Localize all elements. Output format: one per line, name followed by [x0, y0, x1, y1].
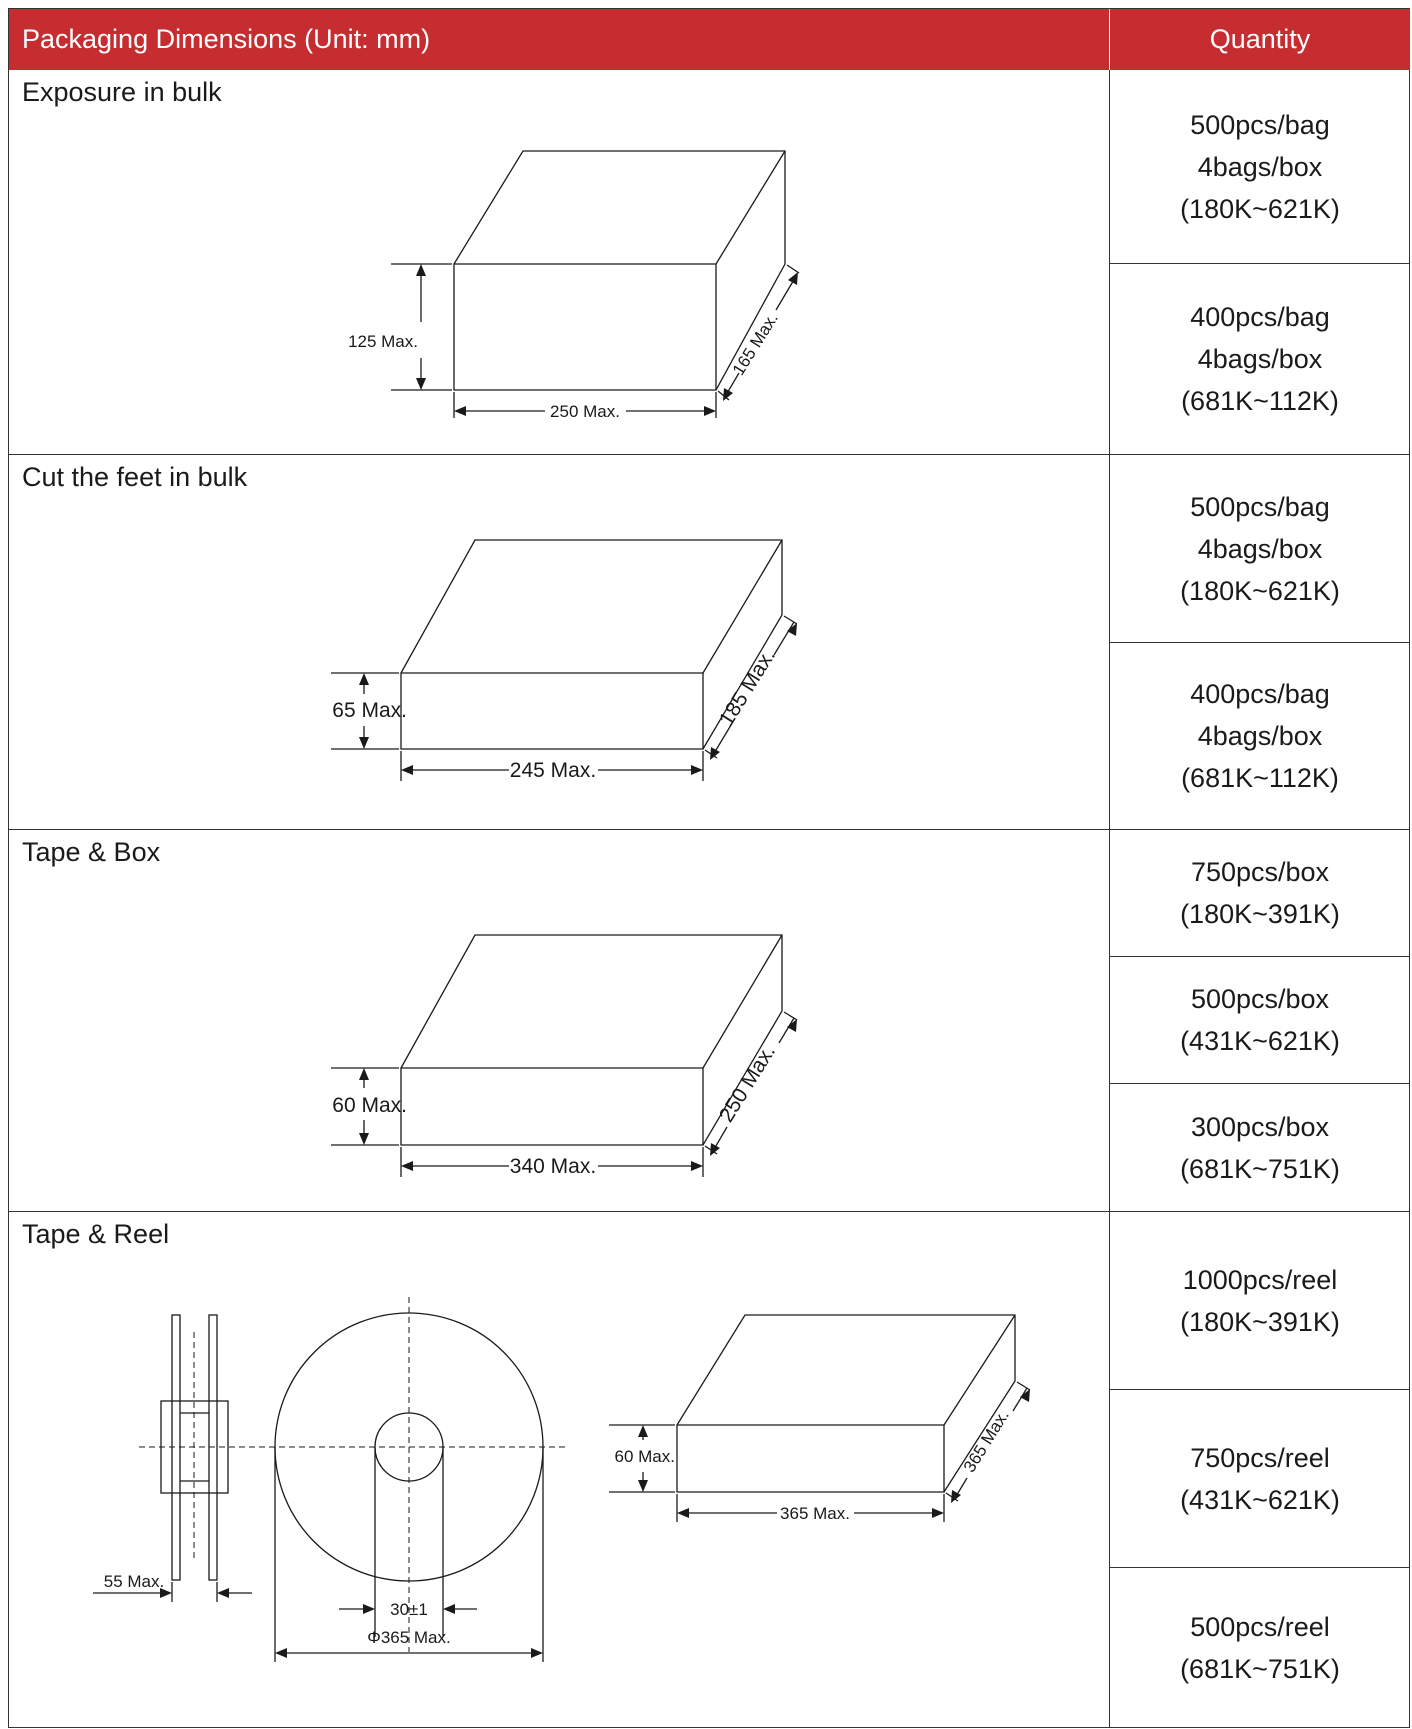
quantity-cell: 400pcs/bag 4bags/box (681K~112K): [1109, 264, 1410, 455]
depth-label: 365 Max.: [960, 1406, 1013, 1475]
width-label: 365 Max.: [780, 1504, 850, 1523]
depth-label: 165 Max.: [729, 309, 782, 378]
depth-label: 185 Max.: [715, 645, 780, 730]
quantity-cell: 500pcs/bag 4bags/box (180K~621K): [1109, 70, 1410, 264]
box-diagram: 65 Max. 245 Max. 185 Max.: [331, 539, 798, 782]
section-title: Exposure in bulk: [22, 77, 222, 107]
height-label: 65 Max.: [332, 699, 407, 722]
section-title: Tape & Reel: [22, 1219, 170, 1249]
section-tape-and-box: Tape & Box: [9, 830, 1109, 1212]
width-label: 340 Max.: [510, 1155, 596, 1178]
quantity-cell: 750pcs/reel (431K~621K): [1109, 1390, 1410, 1568]
reel-thickness-label: 55 Max.: [104, 1572, 164, 1591]
section-tape-and-reel: Tape & Reel: [9, 1212, 1109, 1729]
width-label: 245 Max.: [510, 759, 596, 782]
section-title: Tape & Box: [22, 837, 161, 867]
width-label: 250 Max.: [550, 402, 620, 421]
header-dimensions: Packaging Dimensions (Unit: mm): [9, 9, 1109, 70]
section-title: Cut the feet in bulk: [22, 462, 248, 492]
height-label: 60 Max.: [615, 1447, 675, 1466]
box-front-face: [400, 672, 704, 750]
box-diagram: 125 Max. 250 Max. 165 Max.: [348, 150, 800, 421]
quantity-cell: 500pcs/reel (681K~751K): [1109, 1568, 1410, 1728]
packaging-table: Packaging Dimensions (Unit: mm) Quantity…: [8, 8, 1410, 1728]
section-cut-the-feet-in-bulk: Cut the feet in bulk: [9, 455, 1109, 830]
box-top-side-faces: [453, 150, 786, 391]
quantity-cell: 500pcs/bag 4bags/box (180K~621K): [1109, 455, 1410, 643]
reel-diagram: 55 Max. 30±1 Φ365 Max. 60 Max. 365 Max. …: [93, 1297, 1031, 1662]
height-label: 60 Max.: [332, 1094, 407, 1117]
quantity-cell: 500pcs/box (431K~621K): [1109, 957, 1410, 1084]
box-diagram: 60 Max. 340 Max. 250 Max.: [331, 934, 798, 1178]
quantity-cell: 300pcs/box (681K~751K): [1109, 1084, 1410, 1212]
quantity-cell: 1000pcs/reel (180K~391K): [1109, 1212, 1410, 1390]
section-exposure-in-bulk: Exposure in bulk: [9, 70, 1109, 455]
box-front-face: [676, 1424, 945, 1493]
box-front-face: [400, 1067, 704, 1146]
header-quantity: Quantity: [1109, 9, 1410, 70]
height-label: 125 Max.: [348, 332, 418, 351]
quantity-cell: 400pcs/bag 4bags/box (681K~112K): [1109, 643, 1410, 830]
box-front-face: [453, 263, 717, 391]
diameter-label: Φ365 Max.: [367, 1628, 451, 1647]
hub-label: 30±1: [390, 1600, 428, 1619]
quantity-cell: 750pcs/box (180K~391K): [1109, 830, 1410, 957]
depth-label: 250 Max.: [715, 1041, 780, 1126]
